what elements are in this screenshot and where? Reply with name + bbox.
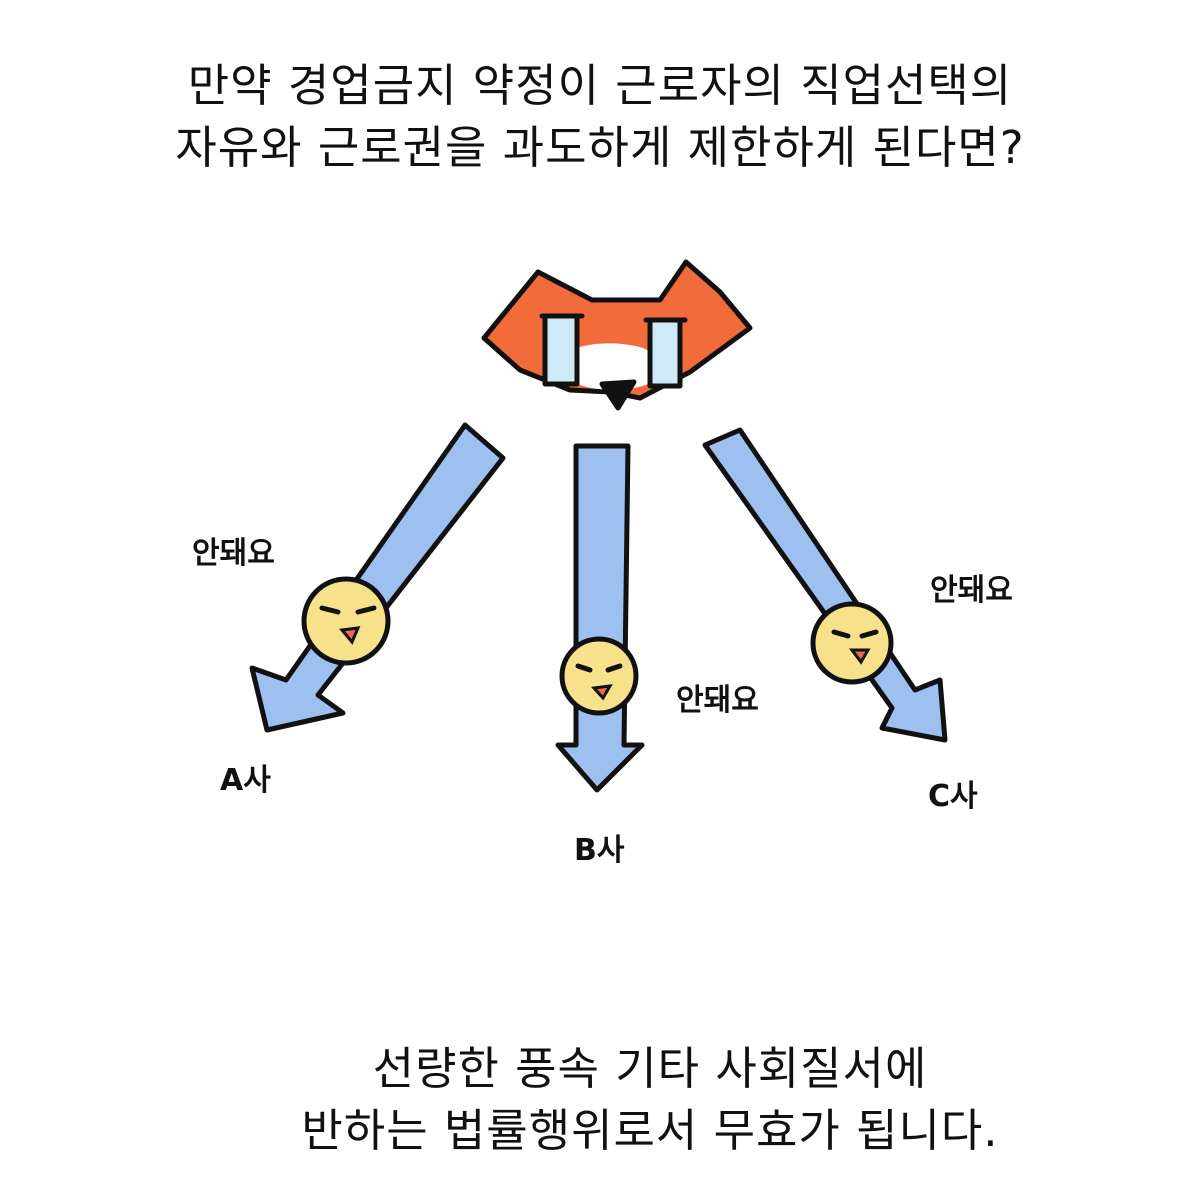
speech-a-label: 안돼요	[192, 536, 275, 571]
speech-b-label: 안돼요	[676, 683, 759, 718]
heading-line-2: 자유와 근로권을 과도하게 제한하게 된다면?	[175, 121, 1025, 174]
arrow-to-company-b-icon	[555, 443, 645, 793]
conclusion-line-2: 반하는 법률행위로서 무효가 됩니다.	[301, 1104, 999, 1157]
conclusion-text: 선량한 풍속 기타 사회질서에 반하는 법률행위로서 무효가 됩니다.	[150, 1038, 1150, 1162]
heading-text: 만약 경업금지 약정이 근로자의 직업선택의 자유와 근로권을 과도하게 제한하…	[0, 55, 1200, 179]
speech-c-label: 안돼요	[930, 573, 1013, 608]
chick-b-icon	[559, 636, 639, 716]
chick-a-icon	[301, 576, 391, 666]
crying-fox-icon	[481, 259, 753, 411]
arrow-to-company-a-icon	[249, 422, 506, 733]
company-b-label: B사	[574, 833, 625, 868]
chick-c-icon	[810, 601, 894, 685]
conclusion-line-1: 선량한 풍속 기타 사회질서에	[372, 1042, 928, 1095]
company-a-label: A사	[220, 763, 271, 798]
company-c-label: C사	[928, 779, 978, 814]
heading-line-1: 만약 경업금지 약정이 근로자의 직업선택의	[187, 59, 1013, 112]
